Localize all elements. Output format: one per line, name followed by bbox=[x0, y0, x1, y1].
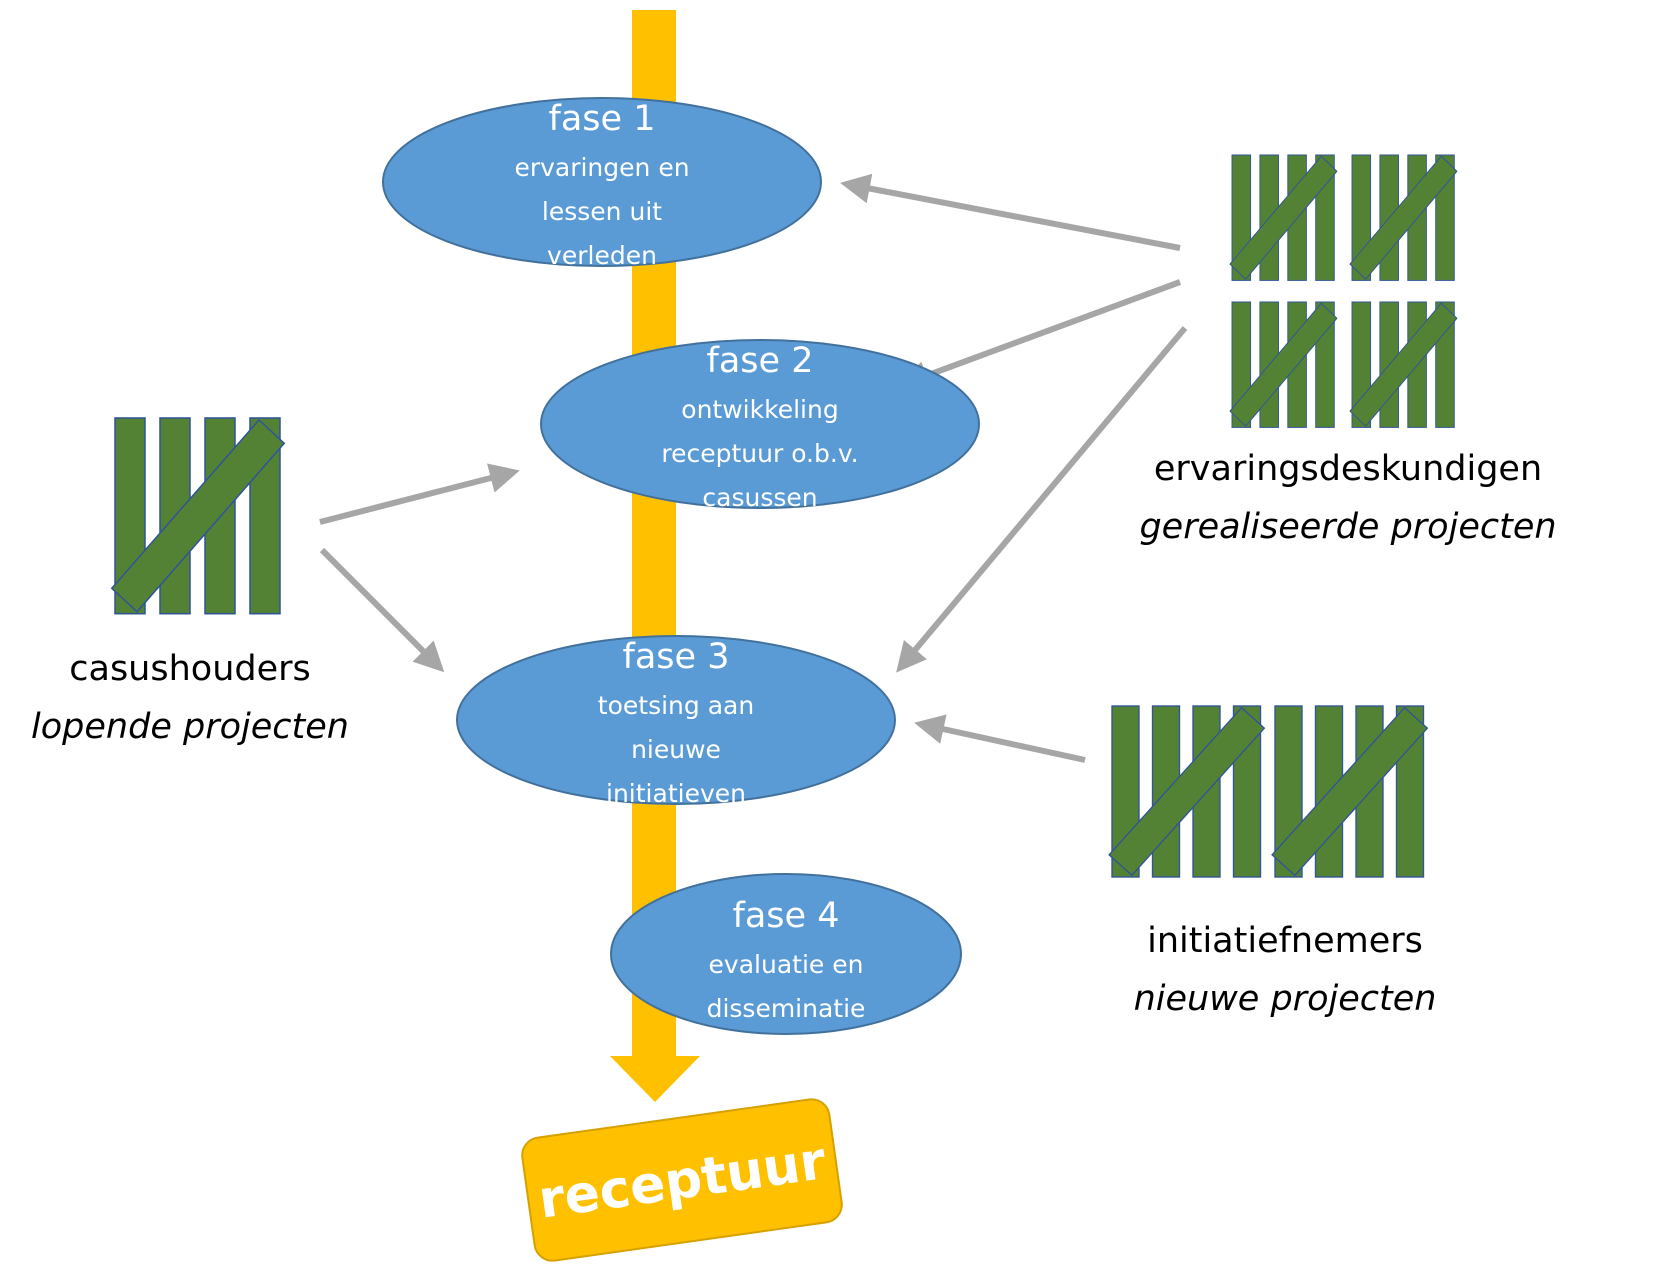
phase-4-line-2: disseminatie bbox=[707, 994, 866, 1023]
arrow-cases-to-phase3 bbox=[319, 547, 445, 673]
phase-2-line-2: receptuur o.b.v. bbox=[661, 439, 858, 468]
phase-1-title: fase 1 bbox=[549, 99, 656, 139]
phase-2-ellipse bbox=[540, 339, 980, 509]
phase-1-line-3: verleden bbox=[547, 241, 657, 270]
flow-arrowhead bbox=[610, 1056, 700, 1102]
phase-2: fase 2 ontwikkeling receptuur o.b.v. cas… bbox=[540, 339, 980, 512]
arrow-cases-to-phase2 bbox=[319, 463, 520, 525]
cases-subtitle: lopende projecten bbox=[31, 707, 349, 747]
phase-4-title: fase 4 bbox=[733, 896, 840, 936]
arrow-initiators-to-phase3 bbox=[914, 714, 1086, 763]
tally-marks-20-icon bbox=[1229, 154, 1458, 428]
tally-marks-5-icon bbox=[110, 417, 286, 615]
phase-1-line-2: lessen uit bbox=[542, 197, 662, 226]
arrow-experts-to-phase3 bbox=[896, 326, 1188, 673]
group-initiators-label: initiatiefnemers nieuwe projecten bbox=[1134, 921, 1437, 1019]
experts-subtitle: gerealiseerde projecten bbox=[1139, 507, 1556, 547]
phase-3-line-2: nieuwe bbox=[631, 735, 721, 764]
phase-3-line-3: initiatieven bbox=[606, 779, 746, 808]
cases-name: casushouders bbox=[69, 649, 311, 689]
phase-2-title: fase 2 bbox=[707, 341, 814, 381]
phase-4-ellipse bbox=[610, 873, 962, 1035]
phase-1-ellipse bbox=[382, 97, 822, 267]
phase-1: fase 1 ervaringen en lessen uit verleden bbox=[382, 97, 822, 270]
phase-2-line-3: casussen bbox=[702, 483, 817, 512]
experts-name: ervaringsdeskundigen bbox=[1154, 449, 1542, 489]
group-experts-label: ervaringsdeskundigen gerealiseerde proje… bbox=[1139, 449, 1556, 547]
connector-arrows bbox=[319, 173, 1188, 763]
phase-3: fase 3 toetsing aan nieuwe initiatieven bbox=[456, 635, 896, 808]
phase-4-line-1: evaluatie en bbox=[709, 950, 864, 979]
initiators-subtitle: nieuwe projecten bbox=[1134, 979, 1437, 1019]
group-cases-label: casushouders lopende projecten bbox=[31, 649, 349, 747]
arrow-experts-to-phase2 bbox=[898, 279, 1182, 390]
arrow-experts-to-phase1 bbox=[840, 173, 1181, 251]
phase-4: fase 4 evaluatie en disseminatie bbox=[610, 873, 962, 1035]
initiators-name: initiatiefnemers bbox=[1147, 921, 1423, 961]
phase-3-title: fase 3 bbox=[623, 637, 730, 677]
phase-3-line-1: toetsing aan bbox=[598, 691, 754, 720]
result-box: receptuur bbox=[521, 1098, 843, 1262]
phase-2-line-1: ontwikkeling bbox=[681, 395, 838, 424]
phase-1-line-1: ervaringen en bbox=[514, 153, 689, 182]
tally-marks-10-icon bbox=[1108, 705, 1428, 878]
phase-3-ellipse bbox=[456, 635, 896, 805]
